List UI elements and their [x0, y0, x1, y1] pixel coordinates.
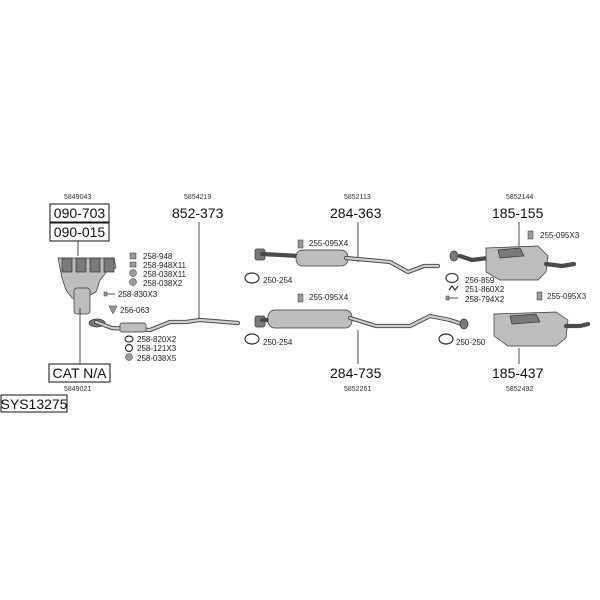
hardware-label-16[interactable]: 251-860X2 — [465, 285, 505, 294]
rear-upper-muffler — [449, 245, 577, 281]
hardware-label-18[interactable]: 255-095X3 — [547, 292, 587, 301]
center-upper-code[interactable]: 284-363 — [330, 205, 382, 221]
hardware-label-7[interactable]: 258-820X2 — [137, 335, 177, 344]
hardware-label-14[interactable]: 255-095X3 — [540, 231, 580, 240]
hardware-label-10[interactable]: 255-095X4 — [309, 239, 349, 248]
catalyst-code-2: 090-015 — [54, 224, 106, 240]
bolt-icon — [129, 252, 137, 260]
catalyst-status-box[interactable]: CAT N/A — [48, 363, 111, 383]
hanger-icon — [438, 333, 454, 345]
catalyst-oem: 5849043 — [64, 194, 91, 201]
bolt-icon — [445, 295, 458, 301]
spring-icon — [124, 335, 134, 343]
nut-icon — [129, 269, 137, 277]
system-code-box[interactable]: SYS13275 — [0, 394, 68, 413]
front-pipe-oem: 5854219 — [184, 194, 211, 201]
clamp-icon — [527, 230, 534, 240]
hardware-label-3[interactable]: 258-038X11 — [143, 270, 187, 279]
system-code: SYS13275 — [1, 396, 68, 412]
catalyst-code-box-2[interactable]: 090-015 — [49, 222, 110, 242]
catalyst-status-oem: 5849021 — [64, 386, 91, 393]
rear-upper-oem: 5852144 — [506, 194, 533, 201]
gasket-icon — [445, 272, 459, 284]
gasket-icon — [108, 305, 118, 315]
center-lower-code[interactable]: 284-735 — [330, 365, 382, 381]
catalyst-code-box-1[interactable]: 090-703 — [49, 203, 110, 223]
hanger-icon — [244, 272, 260, 284]
hardware-label-4[interactable]: 258-038X2 — [143, 279, 183, 288]
nut-icon — [125, 353, 133, 361]
clamp-icon — [297, 293, 304, 303]
stud-icon — [129, 261, 137, 268]
hardware-label-17[interactable]: 258-794X2 — [465, 295, 505, 304]
hardware-label-6[interactable]: 256-063 — [120, 306, 150, 315]
center-lower-oem: 5852261 — [344, 386, 371, 393]
center-lower-muffler — [254, 309, 465, 329]
clamp-icon — [536, 291, 543, 301]
front-pipe — [93, 317, 241, 333]
hanger-icon — [244, 333, 260, 345]
hardware-label-8[interactable]: 258-121X3 — [137, 344, 177, 353]
catalyst-status-label: CAT N/A — [53, 365, 108, 381]
rear-lower-muffler — [459, 311, 591, 347]
rear-lower-oem: 5852492 — [506, 386, 533, 393]
catalyst-code-1: 090-703 — [54, 205, 106, 221]
rear-lower-code[interactable]: 185-437 — [492, 365, 544, 381]
hardware-label-15[interactable]: 256-859 — [465, 276, 495, 285]
hardware-label-13[interactable]: 250-254 — [263, 338, 293, 347]
catalyst-manifold — [57, 257, 117, 328]
hardware-label-12[interactable]: 255-095X4 — [309, 293, 349, 302]
hardware-label-1[interactable]: 258-948 — [143, 252, 173, 261]
hardware-label-9[interactable]: 258-038X5 — [137, 354, 177, 363]
clamp-icon — [297, 239, 304, 249]
center-upper-muffler — [254, 248, 441, 275]
hardware-label-11[interactable]: 250-254 — [263, 276, 293, 285]
rear-upper-code[interactable]: 185-155 — [492, 205, 544, 221]
spring-icon — [448, 285, 459, 291]
ring-icon — [124, 343, 134, 353]
nut-icon — [129, 278, 137, 286]
front-pipe-code[interactable]: 852-373 — [172, 205, 224, 221]
center-upper-oem: 5852113 — [344, 194, 371, 201]
hardware-label-5[interactable]: 258-830X3 — [118, 290, 158, 299]
bolt-icon — [103, 291, 115, 297]
hardware-label-2[interactable]: 258-948X11 — [143, 261, 187, 270]
hardware-label-19[interactable]: 250-250 — [456, 338, 486, 347]
